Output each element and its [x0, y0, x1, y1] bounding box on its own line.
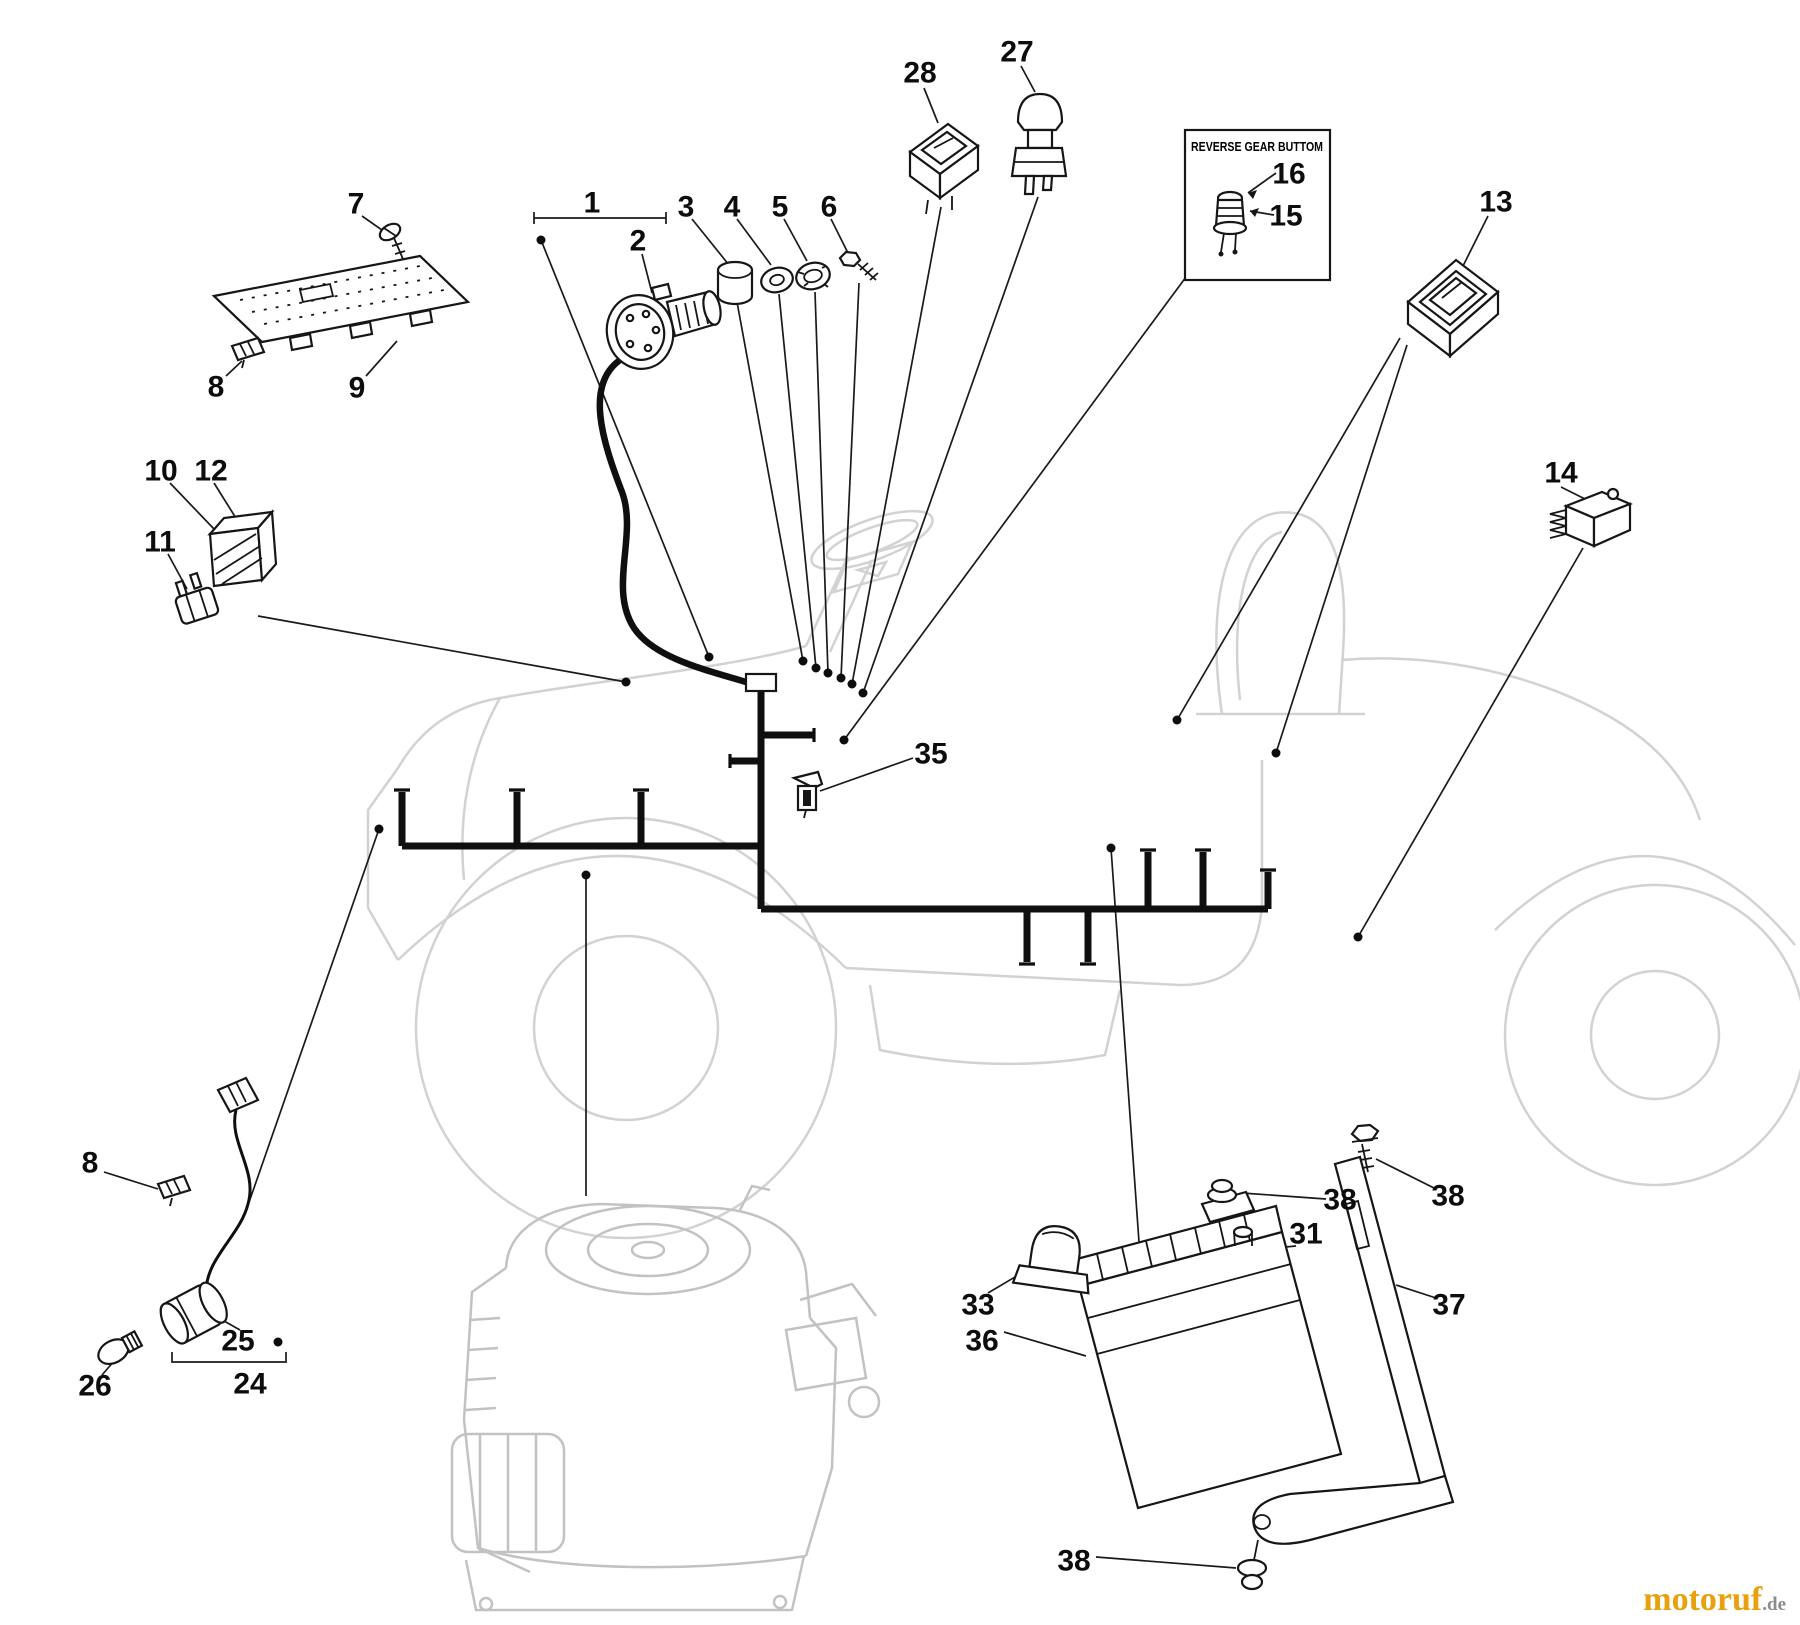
part-label-4: 4 [724, 191, 741, 224]
part-label-12: 12 [194, 455, 227, 488]
part-label-28: 28 [903, 57, 936, 90]
watermark: motoruf.de [1643, 1581, 1786, 1619]
part-4-washer [760, 266, 794, 294]
part-38-bolt-bottom [1236, 1539, 1268, 1591]
part-11-fuse [174, 571, 220, 625]
part-label-3: 3 [678, 191, 695, 224]
part-label-13: 13 [1479, 186, 1512, 219]
part-8-connector-top [230, 336, 266, 369]
wiring-harness [394, 357, 1276, 966]
part-label-10: 10 [144, 455, 177, 488]
part-24-connector [216, 1076, 260, 1114]
harness-top-connector [744, 672, 778, 693]
reverse-gear-inset: REVERSE GEAR BUTTOM [1183, 128, 1332, 282]
part-label-35: 35 [914, 738, 947, 771]
part-27-push-switch [1010, 92, 1068, 196]
bracket-1 [533, 212, 667, 224]
watermark-brand: motoruf [1643, 1581, 1763, 1618]
watermark-suffix: .de [1762, 1594, 1786, 1615]
part-label-26: 26 [78, 1370, 111, 1403]
lamp-wire-assembly [97, 1076, 260, 1366]
inset-box [1183, 128, 1332, 282]
part-label-8: 8 [208, 371, 225, 404]
part-label-15: 15 [1269, 200, 1302, 233]
part-label-38: 38 [1431, 1180, 1464, 1213]
part-label-5: 5 [772, 191, 789, 224]
part-31-terminal [1232, 1225, 1254, 1247]
part-label-16: 16 [1272, 158, 1305, 191]
part-13-rocker-switch [1406, 258, 1500, 359]
tractor-silhouette [366, 509, 1800, 1240]
part-7-screw [378, 222, 409, 267]
part-label-6: 6 [821, 191, 838, 224]
part-label-33: 33 [961, 1289, 994, 1322]
part-label-25: 25 [221, 1325, 254, 1358]
part-label-31: 31 [1289, 1218, 1322, 1251]
part-6-bolt [838, 250, 879, 281]
battery-assembly [1011, 1123, 1455, 1591]
part-38-bolt-left [1200, 1178, 1256, 1224]
part-5-ring-nut [795, 261, 831, 291]
part-label-36: 36 [965, 1325, 998, 1358]
part-label-7: 7 [348, 188, 365, 221]
part-33-terminal-boot [1011, 1225, 1090, 1295]
part-9-circuit-board [211, 254, 471, 352]
part-label-9: 9 [349, 372, 366, 405]
part-8-clip-bottom [156, 1174, 192, 1207]
part-38-bolt-top [1350, 1123, 1380, 1173]
part-label-2: 2 [630, 225, 647, 258]
part-10-12-relay [207, 509, 278, 588]
part-label-37: 37 [1432, 1289, 1465, 1322]
part-label-8: 8 [82, 1147, 99, 1180]
part-label-24: 24 [233, 1368, 267, 1401]
part-25-lamp-holder [159, 1281, 228, 1345]
part-label-14: 14 [1544, 457, 1578, 490]
part-label-38: 38 [1323, 1184, 1356, 1217]
part-label-27: 27 [1000, 36, 1033, 69]
leader-lines [101, 65, 1594, 1569]
reference-dots [273, 235, 1363, 1347]
ignition-wire [596, 357, 747, 686]
part-28-rocker-switch [908, 122, 980, 215]
part-15-16-button [1212, 190, 1248, 257]
part-37-bracket [1252, 1155, 1455, 1545]
part-label-38: 38 [1057, 1545, 1090, 1578]
part-label-11: 11 [144, 526, 176, 559]
part-3-spacer [716, 260, 754, 306]
part-35-cable-clip [790, 770, 824, 819]
part-14-switch [1549, 487, 1633, 548]
part-2-ignition-switch [605, 282, 722, 370]
part-36-battery [1071, 1204, 1343, 1510]
part-label-1: 1 [584, 187, 601, 220]
lamp-wire [204, 1109, 252, 1293]
part-26-bulb [97, 1329, 144, 1366]
engine-silhouette [450, 1184, 881, 1612]
inset-title: REVERSE GEAR BUTTOM [1191, 140, 1323, 154]
bracket-24 [171, 1352, 287, 1363]
